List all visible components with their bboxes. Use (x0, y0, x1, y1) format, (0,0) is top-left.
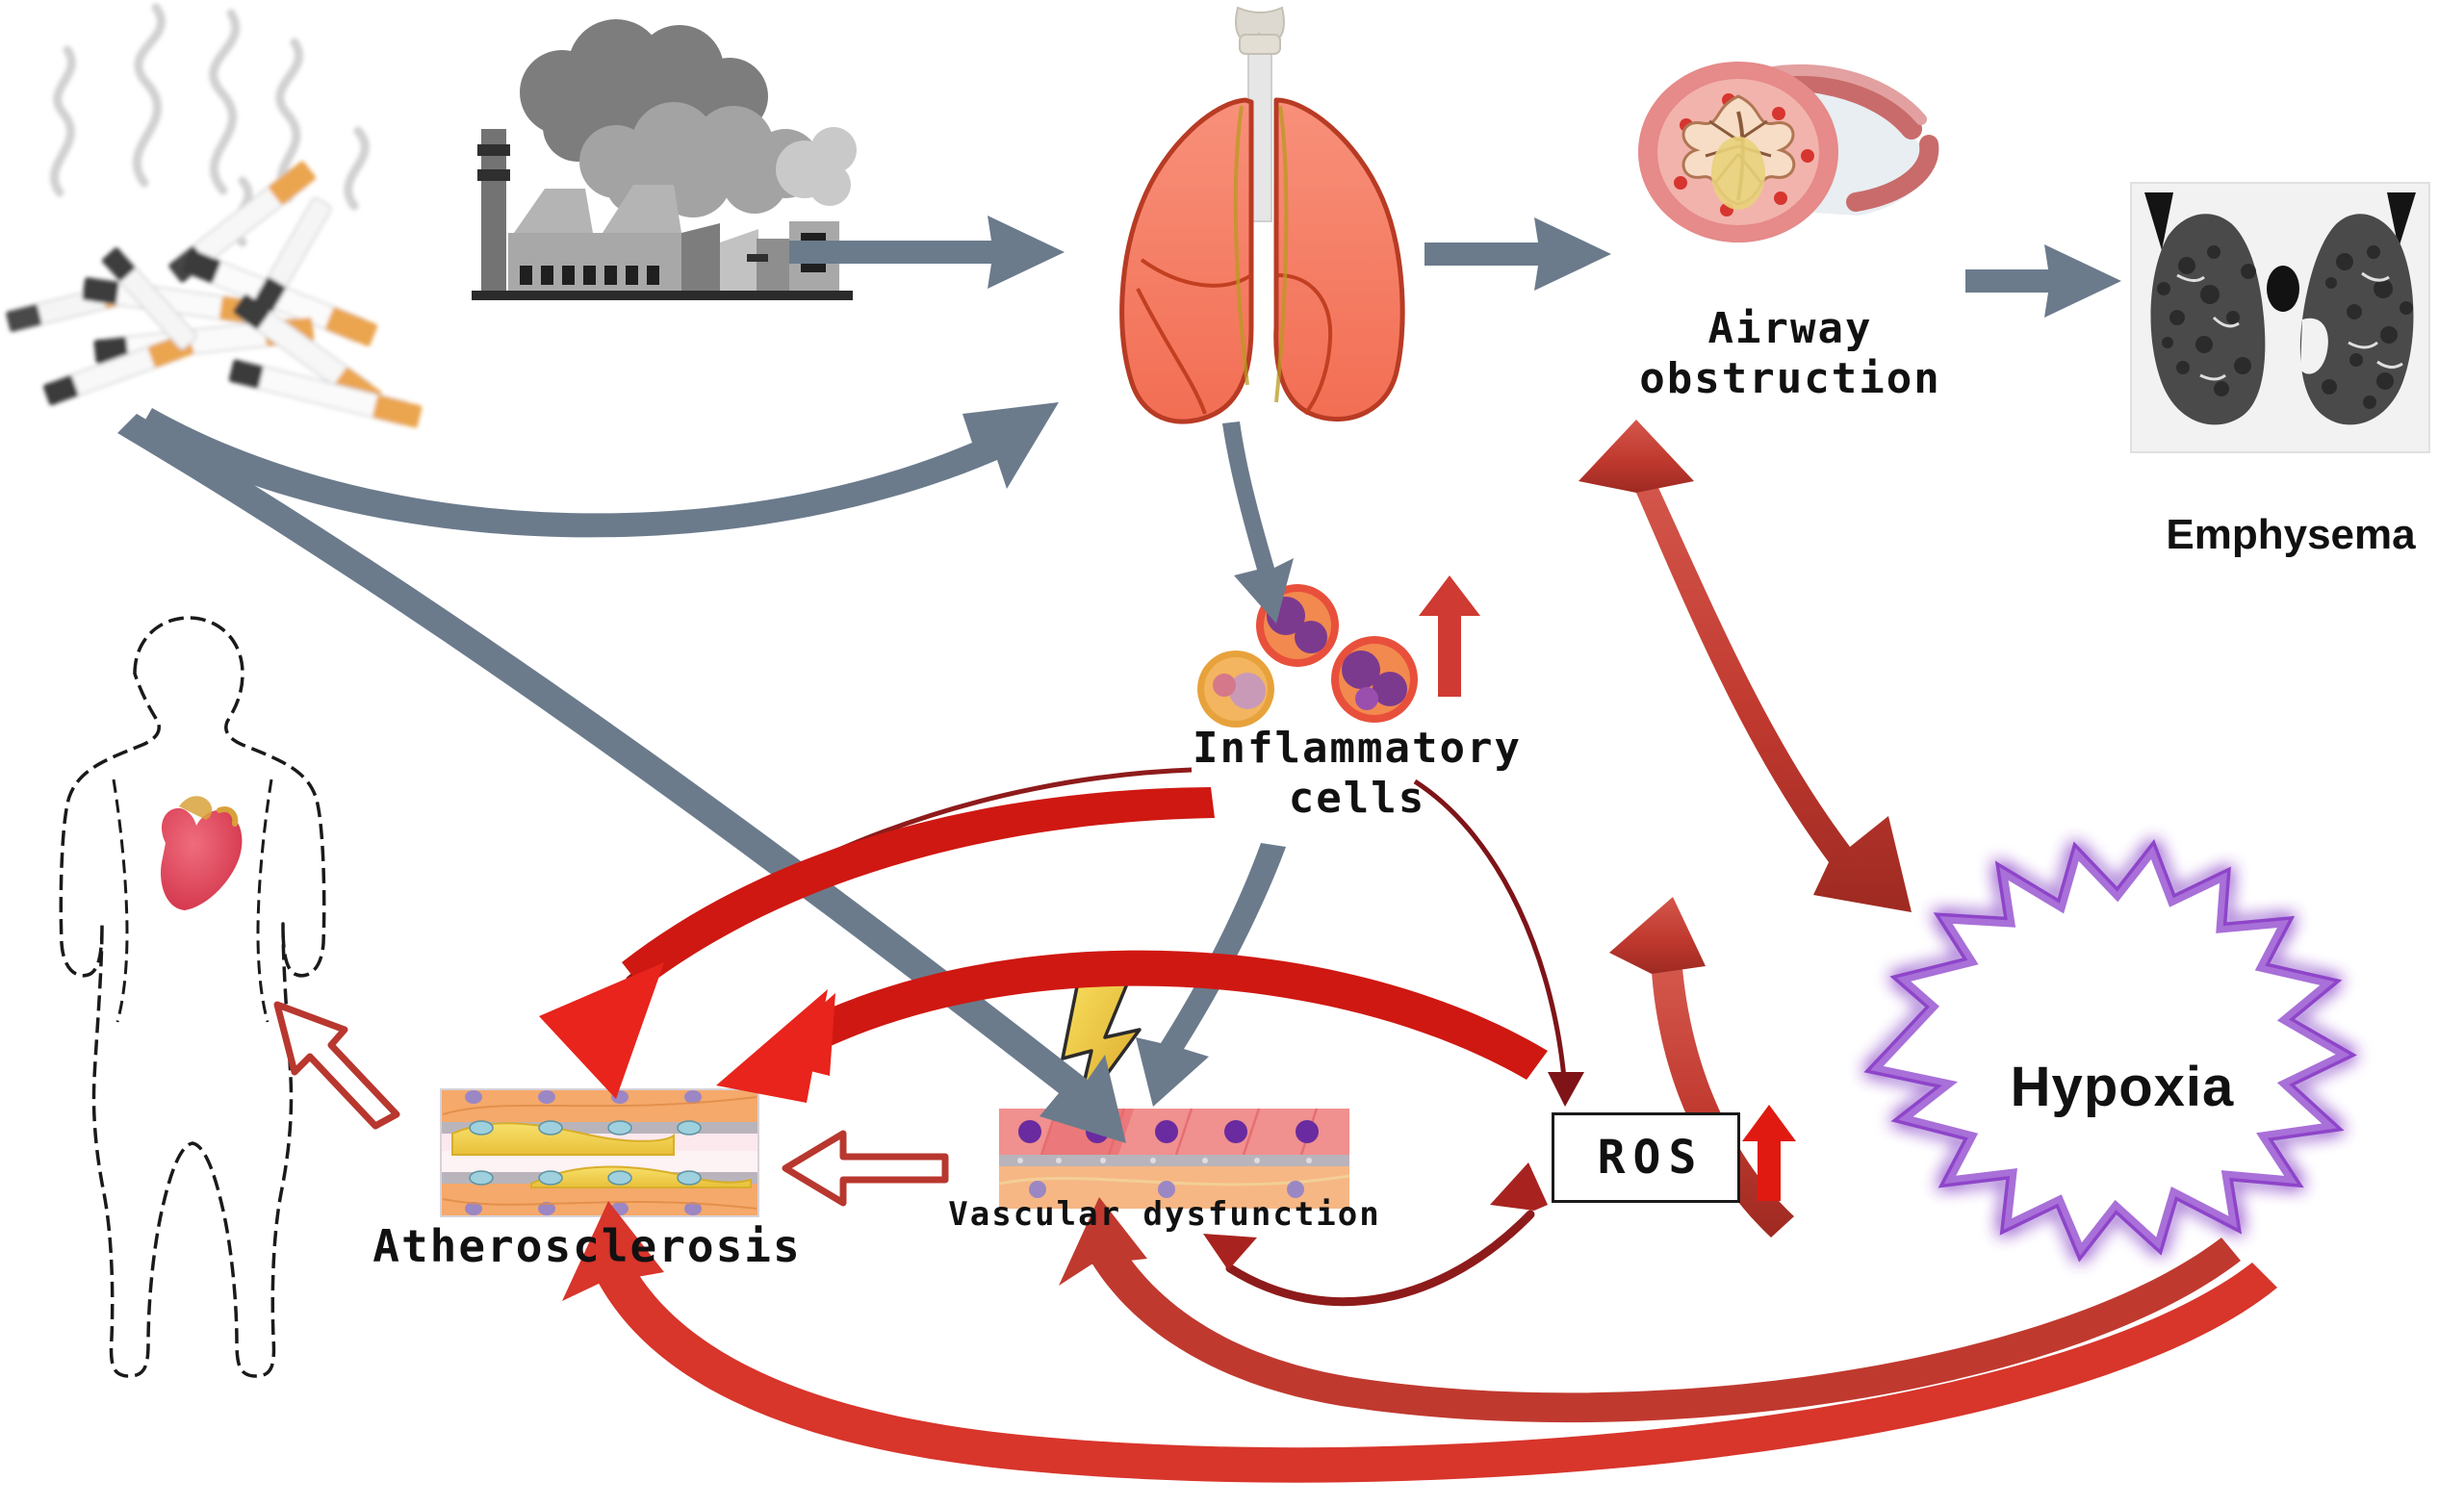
edge-cigarettes-to-lungs (137, 402, 1059, 538)
label-emphysema: Emphysema (2166, 511, 2416, 558)
edge-inflam-to-ros (1413, 779, 1584, 1107)
cigarettes-icon (6, 3, 423, 428)
bronchus-cross-section-icon (1638, 62, 1939, 242)
red-up-arrow-icon (1419, 575, 1480, 697)
hypoxia-starburst-icon (1863, 838, 2357, 1263)
emphysema-ct-scan-icon (2130, 182, 2430, 453)
label-vascular-dysfunction: Vascular dysfunction (948, 1195, 1381, 1234)
edge-airway-hypoxia-bidirectional (1578, 420, 1912, 912)
ros-up-arrow-icon (1742, 1105, 1796, 1201)
inflammatory-cells-icon (1197, 584, 1418, 727)
endothelium-layer-icon (998, 1108, 1350, 1209)
human-body-silhouette-icon (59, 616, 326, 1378)
edge-airway-to-emphysema (1965, 244, 2121, 318)
edge-hypoxia-to-ros (1609, 897, 1794, 1238)
edge-hypoxia-to-athero (562, 1201, 2277, 1483)
edge-factory-to-lungs (789, 216, 1065, 289)
edge-cigarettes-to-vascular (117, 414, 1126, 1143)
edge-ros-vascular-bidirectional (1203, 1162, 1548, 1307)
edge-vascular-to-athero-hollow (782, 1130, 949, 1207)
edge-lungs-to-inflam (1222, 421, 1294, 624)
edge-inflam-red-to-athero (539, 787, 1215, 1099)
atherosclerotic-vessel-icon (440, 1088, 759, 1217)
ros-box (1552, 1112, 1740, 1203)
edge-lungs-to-airway (1424, 217, 1611, 291)
label-ros: ROS (1597, 1131, 1705, 1185)
edge-hypoxia-to-vascular (1059, 1197, 2241, 1423)
label-hypoxia: Hypoxia (2010, 1056, 2235, 1118)
label-atherosclerosis: Atherosclerosis (372, 1220, 802, 1272)
edge-ros-to-athero (716, 950, 1548, 1103)
label-inflammatory-cells: Inflammatory cells (1193, 724, 1522, 823)
label-airway-obstruction: Airway obstruction (1639, 304, 1941, 403)
heart-icon (161, 796, 243, 910)
lungs-icon (1119, 6, 1405, 424)
edge-athero-to-body-hollow (273, 1001, 400, 1130)
